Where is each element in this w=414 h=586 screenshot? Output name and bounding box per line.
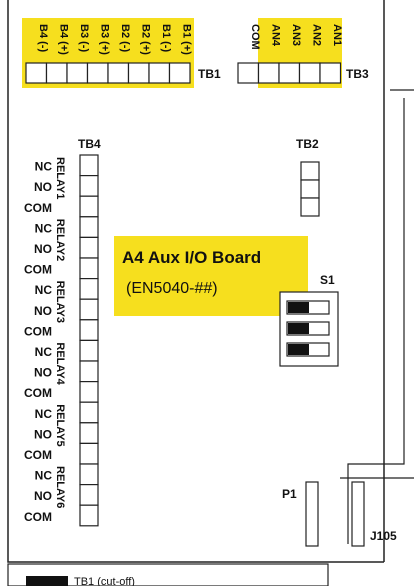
tb3-label: TB3 bbox=[346, 67, 369, 81]
tb4-label: TB4 bbox=[78, 137, 101, 151]
tb4-relay-label: RELAY3 bbox=[54, 281, 66, 323]
tb4-terminal bbox=[79, 257, 99, 280]
p1-label: P1 bbox=[282, 487, 297, 501]
board-part-number: (EN5040-##) bbox=[126, 280, 218, 297]
tb1-pin-label: B4 (+) bbox=[58, 24, 70, 55]
tb4-pin-label: NC bbox=[35, 469, 53, 483]
tb1-pin-label: B4 (-) bbox=[37, 24, 49, 52]
tb4-pin-label: NC bbox=[35, 221, 53, 235]
tb4-pin-label: NO bbox=[34, 304, 52, 318]
j105-label: J105 bbox=[370, 529, 397, 543]
tb4-pin-label: COM bbox=[24, 510, 52, 524]
tb2-terminal-block bbox=[300, 161, 320, 217]
tb2-label: TB2 bbox=[296, 137, 319, 151]
j105-outline bbox=[347, 98, 405, 544]
tb3-terminal bbox=[237, 62, 260, 84]
footer-label: TB1 (cut-off) bbox=[74, 576, 135, 586]
tb4-terminal bbox=[79, 175, 99, 197]
tb4-terminal bbox=[79, 298, 99, 321]
tb3-pin-label: AN4 bbox=[270, 24, 282, 47]
tb1-pin-label: B1 (+) bbox=[181, 24, 193, 55]
tb4-pin-label: NO bbox=[34, 366, 52, 380]
j105-connector bbox=[351, 481, 365, 547]
tb4-pin-label: NO bbox=[34, 242, 52, 256]
s1-dip-switch bbox=[279, 291, 339, 367]
tb4-pin-label: NO bbox=[34, 489, 52, 503]
tb4-terminal bbox=[79, 278, 99, 300]
tb3-terminal bbox=[319, 62, 342, 84]
tb4-pin-label: NC bbox=[35, 345, 53, 359]
s1-label: S1 bbox=[320, 273, 335, 287]
tb4-relay-label: RELAY1 bbox=[54, 157, 66, 199]
tb3-pin-label: COM bbox=[249, 24, 261, 50]
tb1-pin-label: B2 (+) bbox=[140, 24, 152, 55]
tb4-pin-label: COM bbox=[24, 448, 52, 462]
tb3-pin-label: AN3 bbox=[290, 24, 302, 46]
tb3-terminal bbox=[257, 62, 280, 84]
tb4-terminal bbox=[79, 381, 99, 403]
tb4-terminal bbox=[79, 360, 99, 383]
tb1-terminal bbox=[25, 62, 48, 84]
tb4-terminal bbox=[79, 339, 99, 362]
tb4-terminal bbox=[79, 319, 99, 341]
tb4-pin-label: COM bbox=[24, 324, 52, 338]
tb1-pin-label: B2 (-) bbox=[119, 24, 131, 52]
tb4-terminal bbox=[79, 463, 99, 486]
tb4-terminal bbox=[79, 442, 99, 465]
tb4-terminal bbox=[79, 154, 99, 177]
tb3-terminal-block bbox=[237, 62, 342, 84]
tb1-label: TB1 bbox=[198, 67, 221, 81]
tb4-terminal bbox=[79, 504, 99, 527]
tb1-terminal bbox=[148, 62, 171, 84]
tb1-pin-label: B1 (-) bbox=[160, 24, 172, 52]
tb1-pin-label: B3 (+) bbox=[99, 24, 111, 55]
tb4-terminal bbox=[79, 401, 99, 424]
tb1-terminal bbox=[127, 62, 150, 84]
tb1-terminal bbox=[168, 62, 191, 84]
tb4-relay-label: RELAY5 bbox=[54, 404, 66, 446]
tb1-terminal-block bbox=[25, 62, 191, 84]
tb3-pin-label: AN2 bbox=[311, 24, 323, 46]
tb4-pin-label: COM bbox=[24, 386, 52, 400]
tb1-terminal bbox=[45, 62, 68, 84]
tb4-terminal bbox=[79, 484, 99, 506]
tb1-terminal bbox=[66, 62, 89, 84]
tb4-terminal bbox=[79, 422, 99, 444]
tb1-terminal bbox=[86, 62, 109, 84]
tb1-terminal bbox=[107, 62, 130, 84]
board-title: A4 Aux I/O Board bbox=[122, 248, 261, 267]
tb4-terminal bbox=[79, 216, 99, 239]
tb4-pin-label: NO bbox=[34, 427, 52, 441]
p1-connector bbox=[305, 481, 319, 547]
tb4-terminal bbox=[79, 195, 99, 218]
tb4-pin-label: NO bbox=[34, 180, 52, 194]
tb4-relay-label: RELAY2 bbox=[54, 219, 66, 261]
tb3-terminal bbox=[298, 62, 321, 84]
tb1-pin-label: B3 (-) bbox=[78, 24, 90, 52]
tb4-pin-label: COM bbox=[24, 263, 52, 277]
tb4-pin-label: NC bbox=[35, 407, 53, 421]
board-outline-left bbox=[7, 0, 384, 563]
tb3-terminal bbox=[278, 62, 301, 84]
tb4-pin-label: NC bbox=[35, 160, 53, 174]
tb4-relay-label: RELAY4 bbox=[54, 342, 66, 385]
tb4-terminal-block bbox=[79, 154, 99, 527]
tb4-relay-label: RELAY6 bbox=[54, 466, 66, 508]
tb4-pin-label: NC bbox=[35, 283, 53, 297]
tb4-terminal bbox=[79, 236, 99, 259]
tb4-pin-label: COM bbox=[24, 201, 52, 215]
footer-tb1-graphic bbox=[26, 576, 68, 586]
title-highlight bbox=[114, 236, 308, 316]
tb3-pin-label: AN1 bbox=[331, 24, 343, 46]
